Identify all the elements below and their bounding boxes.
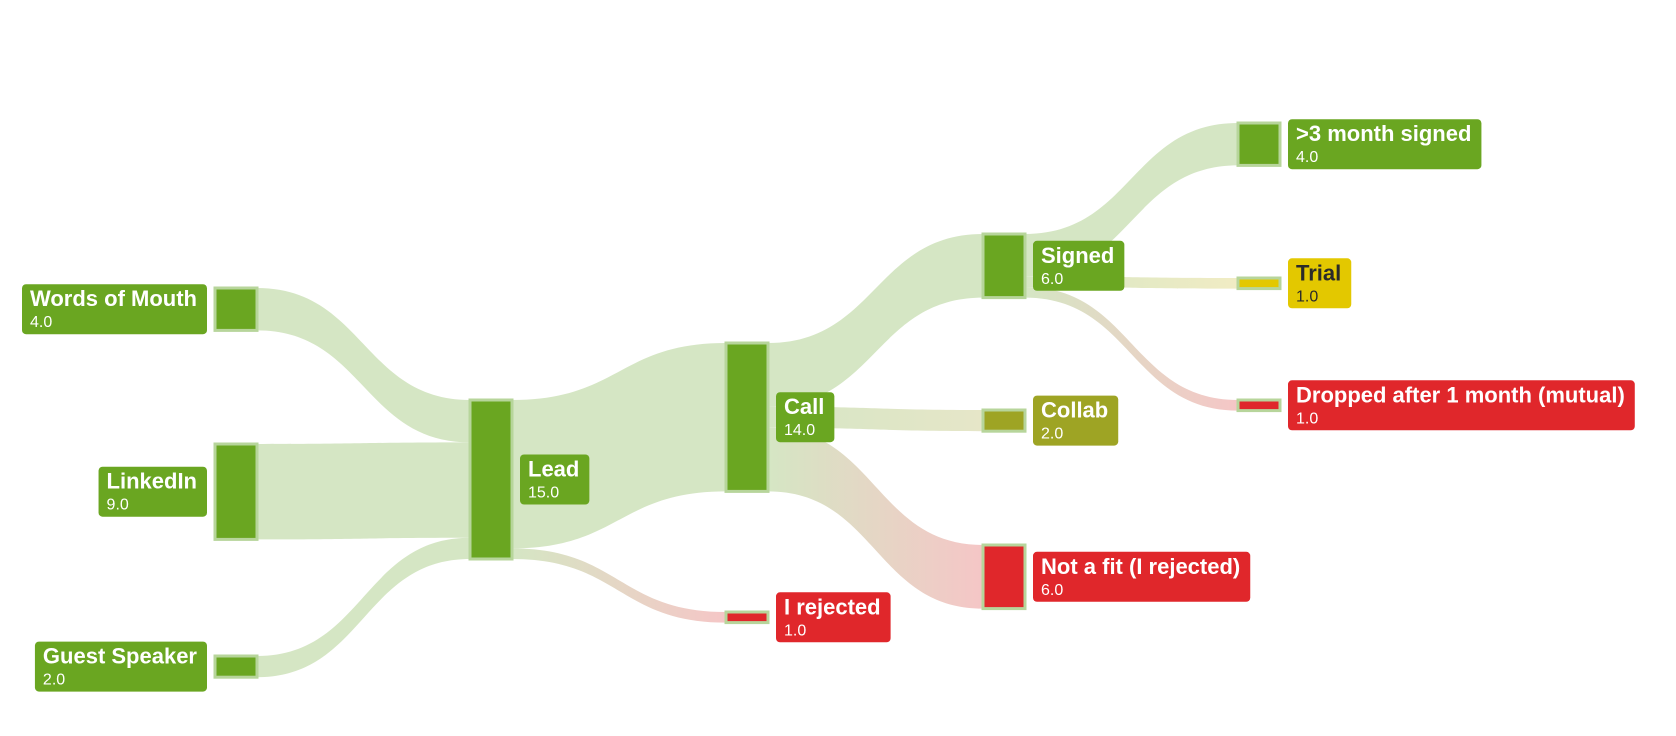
label-bg-collab — [1033, 395, 1119, 446]
label-linkedin: LinkedIn 9.0 — [98, 466, 207, 517]
label-name-wom: Words of Mouth — [30, 286, 197, 311]
label-name-irejected: I rejected — [784, 594, 881, 619]
link-signed-to-dropped[interactable] — [1025, 287, 1238, 411]
label-value-notfit: 6.0 — [1041, 582, 1063, 599]
label-dropped: Dropped after 1 month (mutual) 1.0 — [1288, 380, 1635, 431]
label-bg-irejected — [776, 592, 891, 643]
label-wom: Words of Mouth 4.0 — [22, 284, 207, 335]
node-trial[interactable] — [1236, 276, 1282, 291]
link-lead-to-irejected[interactable] — [512, 548, 726, 623]
label-bg-linkedin — [98, 466, 207, 517]
label-value-lead: 15.0 — [528, 485, 559, 502]
label-name-linkedin: LinkedIn — [107, 469, 197, 494]
label-name-notfit: Not a fit (I rejected) — [1041, 554, 1240, 579]
link-signed-to-gt3[interactable] — [1025, 123, 1238, 277]
label-value-linkedin: 9.0 — [107, 497, 129, 514]
label-bg-dropped — [1288, 380, 1635, 431]
label-value-guest: 2.0 — [43, 672, 65, 689]
node-irejected[interactable] — [724, 610, 770, 625]
label-trial: Trial 1.0 — [1288, 258, 1352, 309]
label-name-call: Call — [784, 394, 824, 419]
label-lead: Lead 15.0 — [520, 454, 590, 505]
label-guest: Guest Speaker 2.0 — [34, 641, 207, 692]
node-call[interactable] — [724, 341, 770, 493]
nodes-layer — [213, 121, 1282, 679]
link-guest-to-lead[interactable] — [257, 537, 470, 678]
label-value-dropped: 1.0 — [1296, 410, 1318, 427]
label-value-gt3: 4.0 — [1296, 149, 1318, 166]
link-call-to-signed[interactable] — [768, 234, 983, 407]
label-bg-gt3 — [1288, 119, 1482, 170]
label-name-signed: Signed — [1041, 243, 1114, 268]
label-value-call: 14.0 — [784, 422, 815, 439]
node-collab[interactable] — [981, 408, 1027, 433]
label-value-signed: 6.0 — [1041, 271, 1063, 288]
link-lead-to-call[interactable] — [512, 343, 726, 549]
node-dropped[interactable] — [1236, 398, 1282, 413]
label-call: Call 14.0 — [776, 392, 835, 443]
label-value-wom: 4.0 — [30, 314, 52, 331]
node-notfit[interactable] — [981, 543, 1027, 611]
label-irejected: I rejected 1.0 — [776, 592, 891, 643]
label-name-gt3: >3 month signed — [1296, 121, 1471, 146]
label-bg-lead — [520, 454, 590, 505]
label-name-lead: Lead — [528, 457, 579, 482]
link-linkedin-to-lead[interactable] — [257, 442, 470, 540]
link-wom-to-lead[interactable] — [257, 288, 470, 443]
label-bg-signed — [1033, 240, 1125, 291]
node-guest[interactable] — [213, 654, 259, 679]
label-bg-notfit — [1033, 551, 1251, 602]
node-signed[interactable] — [981, 232, 1027, 300]
label-signed: Signed 6.0 — [1033, 240, 1125, 291]
label-bg-trial — [1288, 258, 1352, 309]
label-value-irejected: 1.0 — [784, 622, 806, 639]
label-gt3: >3 month signed 4.0 — [1288, 119, 1482, 170]
node-linkedin[interactable] — [213, 442, 259, 541]
label-name-collab: Collab — [1041, 398, 1108, 423]
node-wom[interactable] — [213, 286, 259, 332]
label-name-guest: Guest Speaker — [43, 644, 198, 669]
node-lead[interactable] — [468, 398, 514, 561]
node-gt3[interactable] — [1236, 121, 1282, 167]
label-name-trial: Trial — [1296, 260, 1341, 285]
label-bg-guest — [34, 641, 207, 692]
label-bg-call — [776, 392, 835, 443]
label-value-collab: 2.0 — [1041, 426, 1063, 443]
label-name-dropped: Dropped after 1 month (mutual) — [1296, 382, 1625, 407]
label-notfit: Not a fit (I rejected) 6.0 — [1033, 551, 1251, 602]
label-bg-wom — [22, 284, 207, 335]
label-collab: Collab 2.0 — [1033, 395, 1119, 446]
link-call-to-notfit[interactable] — [768, 427, 983, 609]
label-value-trial: 1.0 — [1296, 288, 1318, 305]
